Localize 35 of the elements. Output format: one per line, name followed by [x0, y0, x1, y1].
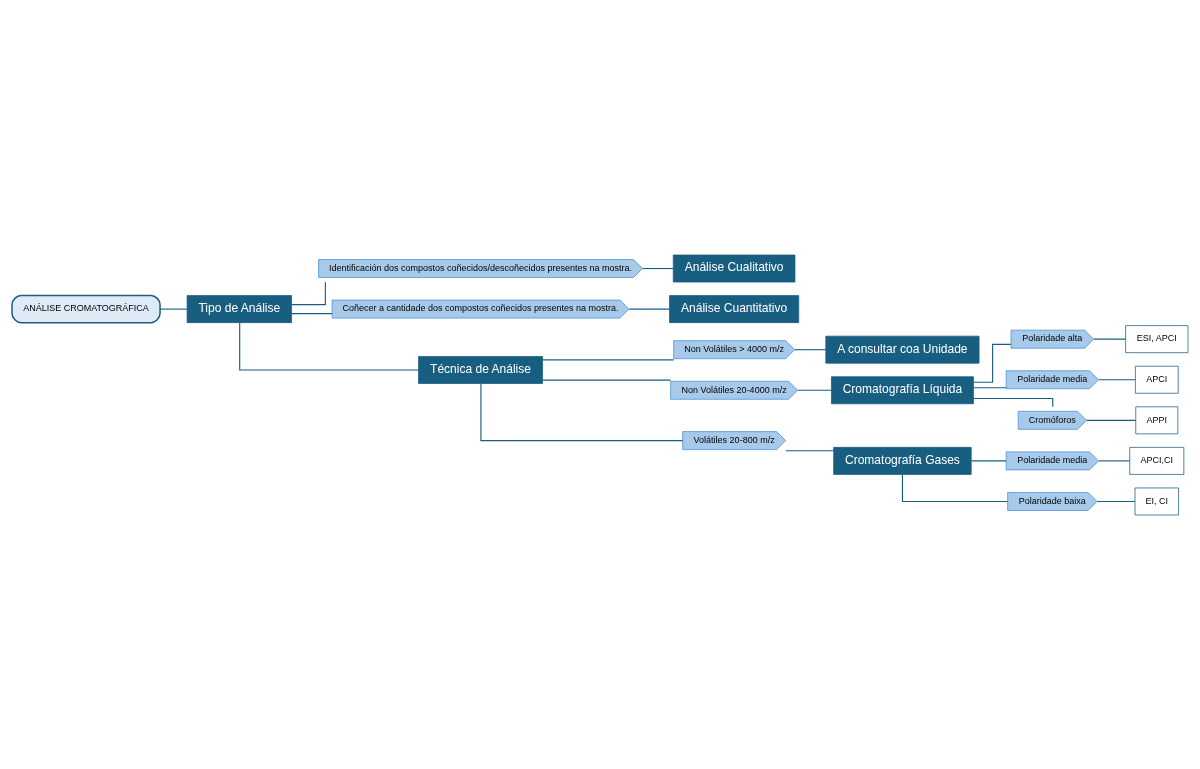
connector — [1098, 459, 1131, 461]
node-box: A consultar coa Unidade — [825, 335, 980, 364]
connector — [642, 267, 674, 269]
connector — [1098, 378, 1136, 380]
connector — [973, 386, 1007, 388]
node-box: Análise Cuantitativo — [669, 294, 800, 323]
connector — [291, 281, 326, 305]
node-box: ANÁLISE CROMATOGRÁFICA — [11, 294, 161, 323]
node-box: ESI, APCI — [1125, 324, 1189, 353]
connector — [1093, 338, 1126, 340]
connector — [239, 321, 420, 371]
node-box: Cromatografía Gases — [833, 446, 972, 475]
connector — [1096, 500, 1136, 502]
connector — [785, 449, 835, 451]
connector — [970, 459, 1007, 461]
node-box: APCI,CI — [1129, 446, 1185, 475]
connector — [542, 379, 672, 381]
node-box: APPI — [1135, 405, 1179, 434]
node-box: Análise Cualitativo — [672, 254, 796, 282]
connector — [542, 358, 675, 360]
node-box: EI, CI — [1134, 487, 1179, 515]
node-box: Técnica de Análise — [418, 355, 543, 384]
connector — [291, 312, 333, 314]
connector — [973, 397, 1054, 407]
connector — [972, 343, 1012, 383]
node-box: APCI — [1135, 365, 1179, 394]
connector — [797, 389, 832, 391]
connector — [480, 382, 684, 441]
node-box: Tipo de Análise — [186, 294, 292, 323]
connector — [628, 308, 671, 310]
connector — [901, 473, 1009, 502]
node-box: Cromatografía Líquida — [831, 375, 974, 404]
connector — [159, 308, 188, 310]
connector — [794, 348, 827, 350]
connector — [1086, 419, 1137, 421]
